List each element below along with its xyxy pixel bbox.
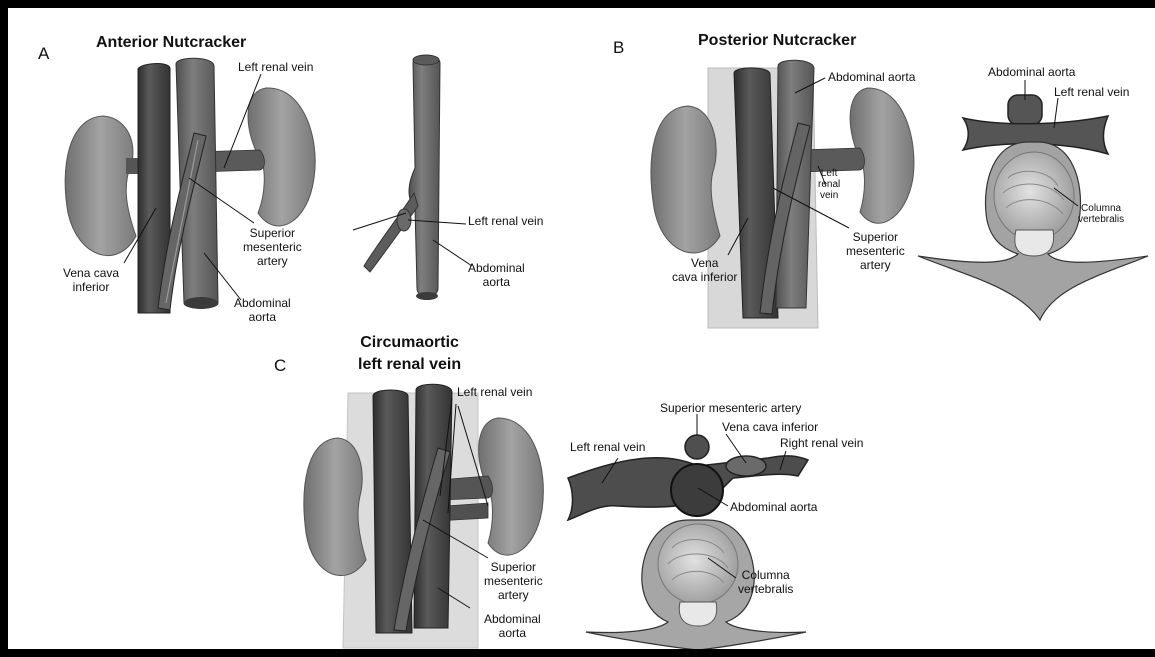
label-a-abdominal-aorta: Abdominal aorta — [234, 296, 291, 324]
sma-side — [364, 193, 418, 272]
label-c-right-renal-vein: Right renal vein — [780, 436, 863, 450]
label-a-vena-cava-inferior: Vena cava inferior — [63, 266, 119, 294]
panel-c-front-view — [304, 384, 543, 648]
panel-b-title: Posterior Nutcracker — [698, 32, 856, 50]
label-b-left-renal-vein-section: Left renal vein — [1054, 85, 1129, 99]
label-c-left-renal-vein-section: Left renal vein — [570, 440, 645, 454]
label-b-vena-cava-inferior: Vena cava inferior — [672, 256, 737, 284]
aorta-side-top — [413, 55, 439, 65]
kidney-right — [65, 116, 136, 256]
disc-b — [994, 152, 1074, 240]
label-a-sma: Superior mesenteric artery — [243, 226, 302, 268]
aorta-side-bottom — [416, 292, 438, 300]
label-c-left-renal-vein: Left renal vein — [457, 385, 532, 399]
disc-c — [658, 524, 738, 604]
panel-a-side-view — [364, 55, 440, 300]
label-c-sma-section: Superior mesenteric artery — [660, 401, 801, 415]
panel-letter-a: A — [38, 44, 49, 64]
label-c-columna-vertebralis: Columna vertebralis — [738, 568, 793, 596]
label-c-abdominal-aorta: Abdominal aorta — [484, 612, 541, 640]
kidney-right-c — [304, 438, 366, 576]
label-a-left-renal-vein-side: Left renal vein — [468, 214, 543, 228]
label-c-ivc-section: Vena cava inferior — [722, 420, 818, 434]
ivc-section-c — [726, 456, 766, 476]
figure-canvas: A Anterior Nutcracker Left renal vein Ve… — [8, 8, 1155, 649]
aorta-side — [409, 56, 440, 298]
label-c-abdominal-aorta-section: Abdominal aorta — [730, 500, 817, 514]
label-b-abdominal-aorta-section: Abdominal aorta — [988, 65, 1075, 79]
panel-c-cross-section — [568, 435, 808, 649]
aorta-section-c — [671, 464, 723, 516]
aorta-lumen — [184, 297, 218, 309]
kidney-right-b — [651, 106, 720, 253]
sma-section-c — [685, 435, 709, 459]
label-a-abdominal-aorta-side: Abdominal aorta — [468, 261, 525, 289]
label-b-abdominal-aorta: Abdominal aorta — [828, 70, 915, 84]
panel-letter-c: C — [274, 356, 286, 376]
anatomy-illustration — [8, 8, 1155, 649]
spinal-canal-c — [679, 602, 716, 626]
label-b-left-renal-vein: Left renal vein — [818, 168, 840, 201]
label-b-sma: Superior mesenteric artery — [846, 230, 905, 272]
label-b-columna-vertebralis: Columna vertebralis — [1078, 203, 1124, 225]
panel-a-title: Anterior Nutcracker — [96, 34, 246, 52]
panel-letter-b: B — [613, 38, 624, 58]
spinal-canal-b — [1015, 230, 1054, 256]
label-c-sma: Superior mesenteric artery — [484, 560, 543, 602]
panel-b-front-view — [651, 60, 914, 328]
panel-c-title: Circumaortic left renal vein — [358, 332, 461, 376]
label-a-left-renal-vein: Left renal vein — [238, 60, 313, 74]
